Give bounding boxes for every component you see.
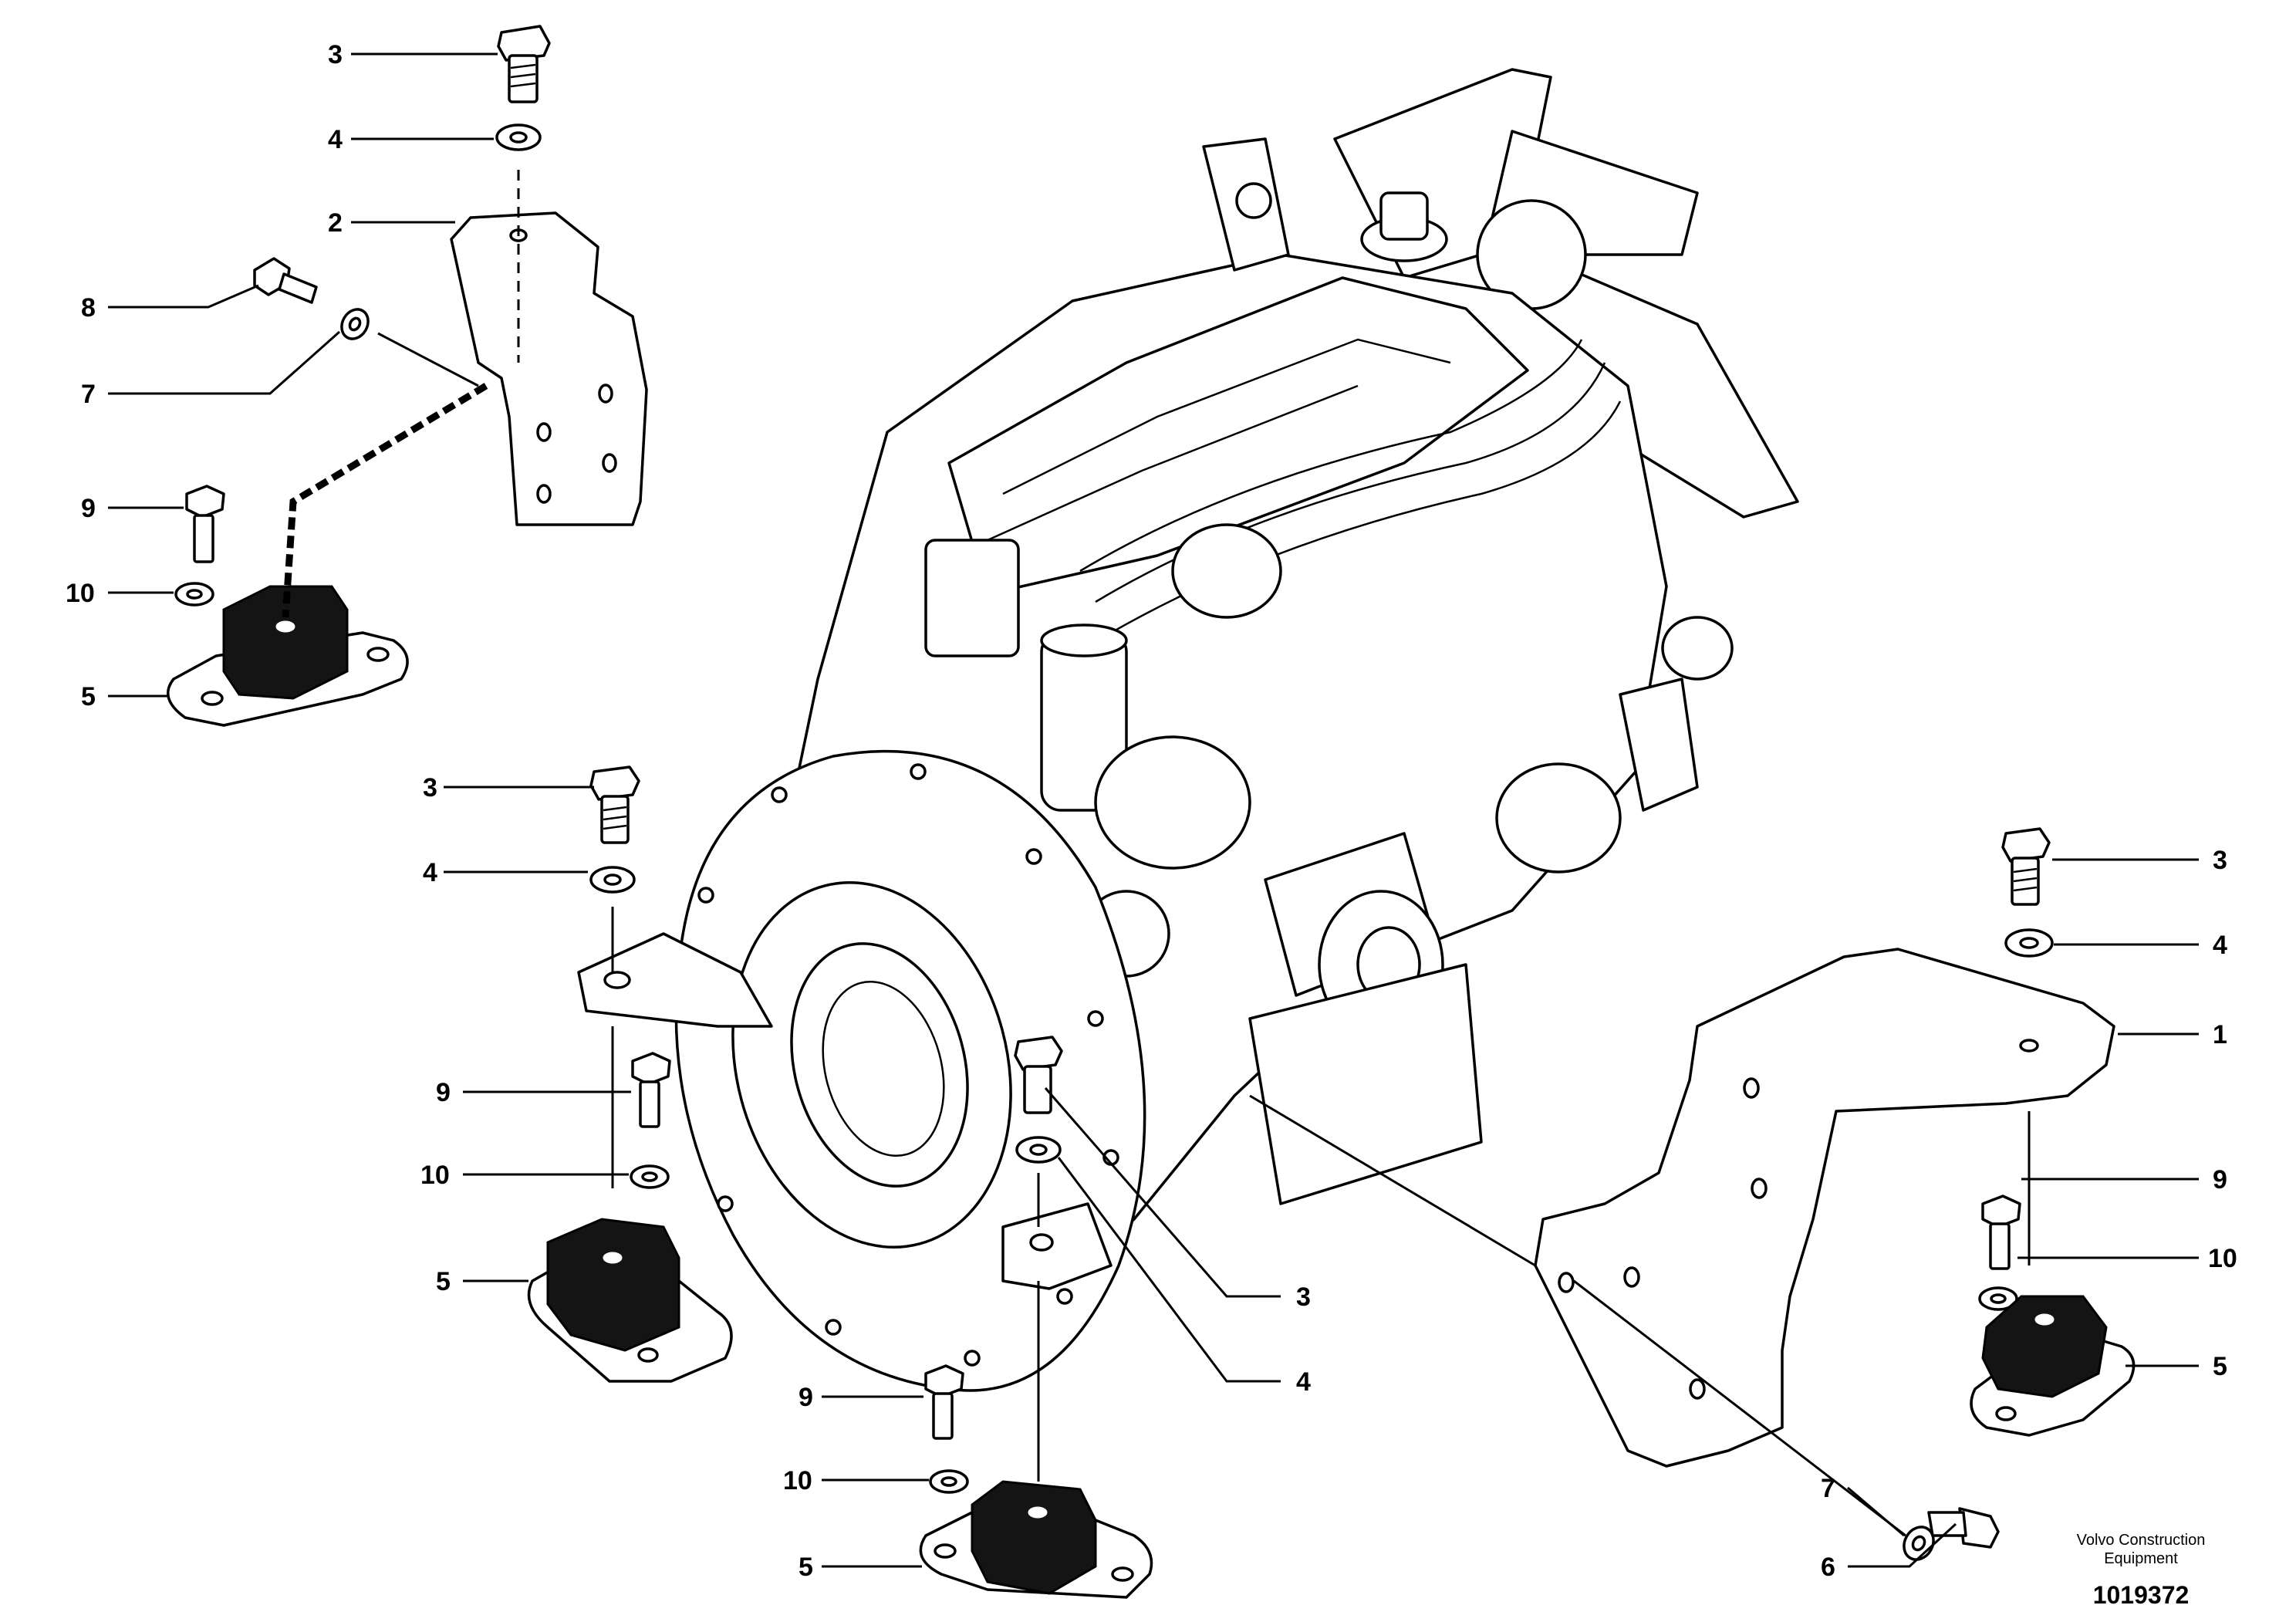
callout-3: 3 — [423, 773, 437, 803]
callout-6: 6 — [1821, 1553, 1835, 1582]
brand-line-2: Equipment — [2104, 1550, 2178, 1567]
callout-5: 5 — [436, 1267, 451, 1296]
rubber-mount-icon — [919, 1480, 1153, 1599]
callout-numbers: 3 4 2 8 7 9 10 5 3 4 9 10 5 9 10 5 3 4 3… — [66, 40, 2237, 1582]
callout-5: 5 — [799, 1553, 813, 1582]
flange-bolt-icon — [924, 1364, 964, 1440]
callout-9: 9 — [436, 1078, 451, 1107]
callout-7: 7 — [1821, 1474, 1835, 1503]
rubber-mount-icon — [527, 1218, 733, 1383]
engine-bracket-icon — [1534, 948, 2115, 1468]
callout-10: 10 — [420, 1161, 450, 1190]
engine-bracket-icon — [450, 211, 648, 526]
document-number: 1019372 — [2093, 1581, 2190, 1609]
callout-1: 1 — [2213, 1020, 2227, 1049]
callout-10: 10 — [66, 579, 95, 608]
mid-left-mount-group — [527, 765, 733, 1383]
callout-5: 5 — [2213, 1352, 2227, 1381]
callout-3: 3 — [1296, 1282, 1311, 1312]
bottom-center-mount-group — [919, 1036, 1281, 1599]
rubber-mount-icon — [167, 585, 409, 727]
hex-bolt-icon — [589, 765, 640, 844]
hex-bolt-icon — [1014, 1036, 1063, 1114]
callout-9: 9 — [2213, 1165, 2227, 1195]
callout-4: 4 — [328, 125, 343, 154]
rubber-mount-icon — [1970, 1295, 2136, 1437]
top-left-mount-group — [167, 25, 648, 727]
hex-bolt-icon — [2001, 827, 2051, 906]
footer: Volvo Construction Equipment 1019372 — [2077, 1532, 2206, 1609]
callout-2: 2 — [328, 208, 343, 238]
brand-line-1: Volvo Construction — [2077, 1532, 2206, 1549]
callout-4: 4 — [2213, 931, 2227, 960]
hex-screw-icon — [1927, 1507, 2000, 1549]
callout-10: 10 — [783, 1466, 812, 1495]
callout-10: 10 — [2208, 1244, 2237, 1273]
callout-9: 9 — [81, 494, 96, 523]
callout-3: 3 — [2213, 846, 2227, 875]
callout-4: 4 — [423, 858, 437, 887]
flange-bolt-icon — [1981, 1195, 2021, 1270]
hex-bolt-icon — [497, 25, 551, 103]
flange-bolt-icon — [631, 1052, 671, 1128]
engine-assembly — [577, 68, 1799, 1392]
callout-9: 9 — [799, 1383, 813, 1412]
callout-4: 4 — [1296, 1367, 1311, 1397]
flywheel-housing — [577, 749, 1146, 1392]
callout-7: 7 — [81, 380, 96, 409]
callout-8: 8 — [81, 293, 96, 323]
hex-screw-icon — [253, 257, 318, 304]
callout-5: 5 — [81, 682, 96, 711]
callout-3: 3 — [328, 40, 343, 69]
flange-bolt-icon — [185, 485, 225, 563]
right-mount-group — [1249, 827, 2136, 1561]
callout-leaders — [108, 52, 2199, 1568]
